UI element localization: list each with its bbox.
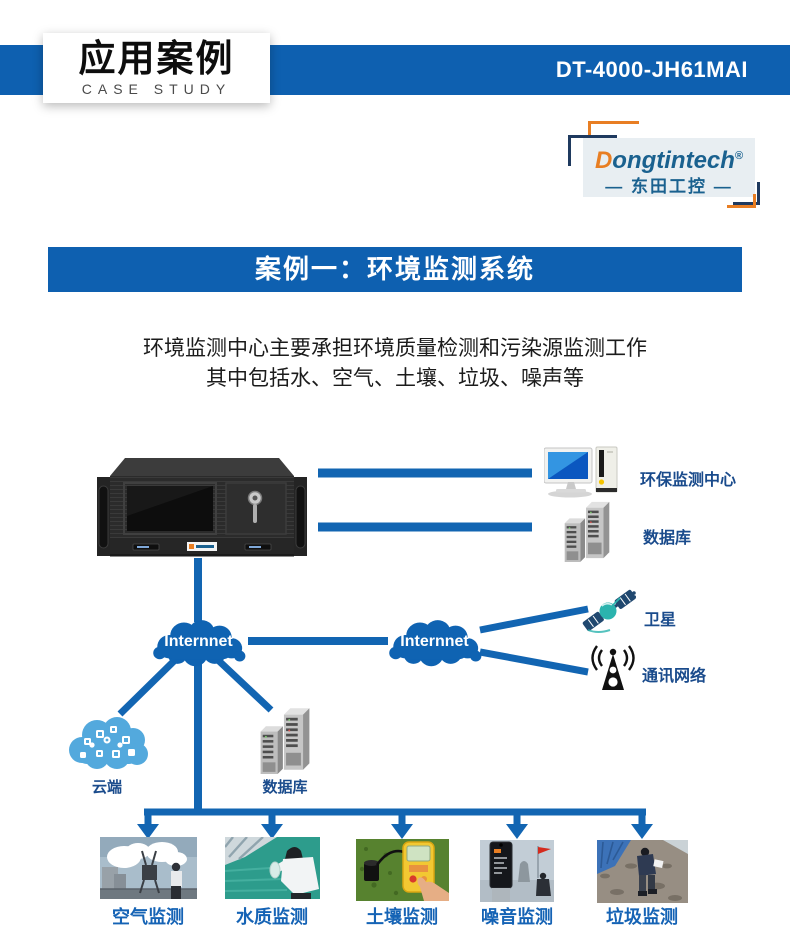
page-title: 应用案例 bbox=[78, 38, 235, 79]
satellite-icon bbox=[582, 586, 636, 634]
node-label-network: 通讯网络 bbox=[642, 668, 707, 685]
node-label-cloud: 云端 bbox=[91, 779, 122, 796]
database-servers-icon-bottom bbox=[258, 704, 312, 774]
intro-line1: 环境监测中心主要承担环境质量检测和污染源监测工作 bbox=[143, 337, 647, 360]
bottom-label-garbage: 垃圾监测 bbox=[606, 907, 678, 927]
case-banner: 案例一：环境监测系统 bbox=[48, 247, 742, 292]
logo-corner-orange-tl bbox=[588, 121, 639, 139]
photo-garbage-monitoring bbox=[597, 840, 688, 903]
logo-corner-navy-br bbox=[733, 182, 760, 205]
node-label-database-bottom: 数据库 bbox=[262, 779, 308, 796]
cloud-platform-icon bbox=[62, 712, 152, 774]
intro-line2: 其中包括水、空气、土壤、垃圾、噪声等 bbox=[206, 367, 584, 390]
logo-corner-orange-br bbox=[727, 194, 756, 208]
database-servers-icon-right bbox=[560, 498, 614, 562]
monitoring-center-icon bbox=[544, 446, 620, 498]
bottom-label-air: 空气监测 bbox=[112, 907, 184, 927]
industrial-computer-image bbox=[93, 446, 311, 560]
brand-name-cn: — 东田工控 — bbox=[605, 177, 733, 196]
node-label-monitoring-center: 环保监测中心 bbox=[640, 472, 737, 489]
bottom-label-noise: 噪音监测 bbox=[481, 907, 553, 927]
bottom-label-soil: 土壤监测 bbox=[366, 907, 438, 927]
internet-cloud-left-label: Internnet bbox=[164, 633, 233, 650]
product-model: DT-4000-JH61MAI bbox=[555, 57, 748, 82]
brand-logo: Dongtintech® — 东田工控 — bbox=[583, 138, 755, 197]
photo-soil-monitoring bbox=[356, 839, 449, 901]
intro-text: 环境监测中心主要承担环境质量检测和污染源监测工作 其中包括水、空气、土壤、垃圾、… bbox=[0, 334, 790, 394]
internet-cloud-right-label: Internnet bbox=[400, 633, 469, 650]
bottom-label-water: 水质监测 bbox=[236, 907, 308, 927]
internet-cloud-right: Internnet bbox=[386, 617, 483, 667]
brand-name: Dongtintech® bbox=[594, 147, 744, 174]
internet-cloud-left: Internnet bbox=[150, 617, 247, 667]
photo-air-monitoring bbox=[100, 837, 197, 899]
registered-mark: ® bbox=[734, 150, 744, 162]
logo-corner-navy-tl bbox=[568, 135, 617, 166]
node-label-database-right: 数据库 bbox=[643, 530, 692, 547]
page-subtitle: CASE STUDY bbox=[81, 81, 232, 97]
arrowheads bbox=[137, 824, 653, 839]
title-card: 应用案例 CASE STUDY bbox=[43, 33, 270, 103]
comm-antenna-icon bbox=[590, 644, 636, 694]
photo-noise-monitoring bbox=[480, 840, 554, 902]
photo-water-monitoring bbox=[225, 837, 320, 899]
node-label-satellite: 卫星 bbox=[644, 612, 677, 629]
